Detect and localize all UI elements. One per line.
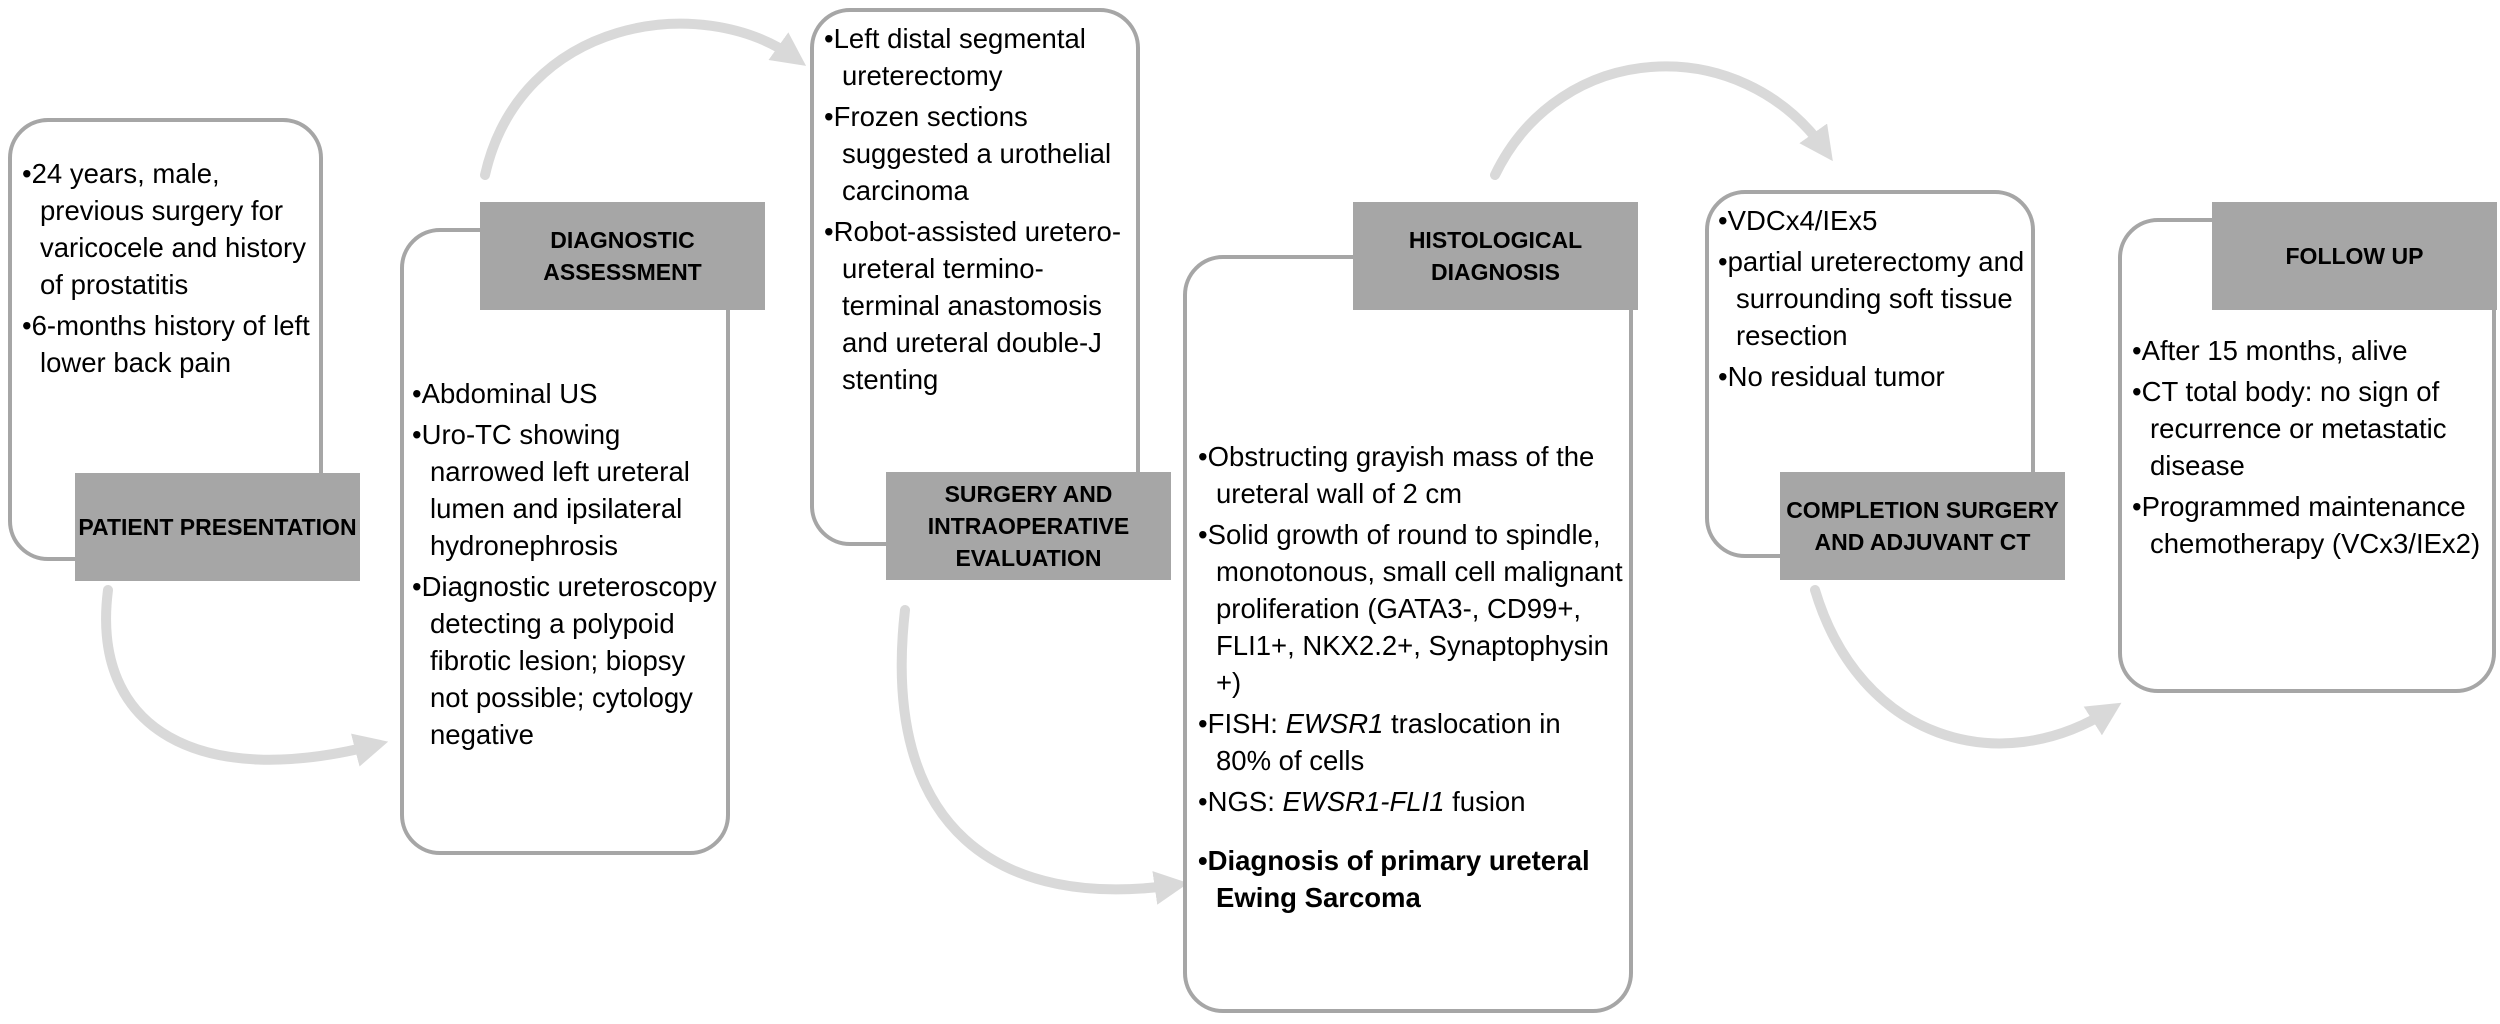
final-diagnosis-item: Diagnosis of primary ureteral Ewing Sarc…	[1198, 842, 1623, 916]
surgery-evaluation-label: SURGERY AND INTRAOPERATIVE EVALUATION	[886, 472, 1171, 580]
list-item: Left distal segmental ureterectomy	[824, 20, 1136, 94]
histological-diagnosis-label: HISTOLOGICAL DIAGNOSIS	[1353, 202, 1638, 310]
list-item: FISH: EWSR1 traslocation in 80% of cells	[1198, 705, 1623, 779]
list-item: VDCx4/IEx5	[1718, 202, 2028, 239]
list-item: After 15 months, alive	[2132, 332, 2487, 369]
list-item: Obstructing grayish mass of the ureteral…	[1198, 438, 1623, 512]
list-item: Frozen sections suggested a urothelial c…	[824, 98, 1136, 209]
list-item: NGS: EWSR1-FLI1 fusion	[1198, 783, 1623, 820]
list-item: No residual tumor	[1718, 358, 2028, 395]
follow-up-label: FOLLOW UP	[2212, 202, 2497, 310]
diagnostic-assessment-list: Abdominal US Uro-TC showing narrowed lef…	[412, 375, 724, 757]
list-item: Solid growth of round to spindle, monoto…	[1198, 516, 1623, 701]
arrow-completion-to-followup	[1810, 585, 2122, 749]
list-item: Uro-TC showing narrowed left ureteral lu…	[412, 416, 724, 564]
arrow-surgery-to-histology	[896, 605, 1189, 905]
surgery-evaluation-list: Left distal segmental ureterectomy Froze…	[824, 20, 1136, 402]
list-item: Abdominal US	[412, 375, 724, 412]
patient-presentation-label: PATIENT PRESENTATION	[75, 473, 360, 581]
list-item: CT total body: no sign of recurrence or …	[2132, 373, 2487, 484]
completion-surgery-list: VDCx4/IEx5 partial ureterectomy and surr…	[1718, 202, 2028, 399]
arrow-assessment-to-surgery	[480, 18, 807, 180]
patient-presentation-list: 24 years, male, previous surgery for var…	[22, 155, 320, 385]
completion-surgery-label: COMPLETION SURGERY AND ADJUVANT CT	[1780, 472, 2065, 580]
list-item: 24 years, male, previous surgery for var…	[22, 155, 320, 303]
arrow-histology-to-completion	[1490, 61, 1833, 180]
list-item: 6-months history of left lower back pain	[22, 307, 320, 381]
list-item: Diagnostic ureteroscopy detecting a poly…	[412, 568, 724, 753]
arrow-presentation-to-assessment	[101, 585, 389, 767]
list-item: Programmed maintenance chemotherapy (VCx…	[2132, 488, 2487, 562]
diagnostic-assessment-label: DIAGNOSTIC ASSESSMENT	[480, 202, 765, 310]
list-item: partial ureterectomy and surrounding sof…	[1718, 243, 2028, 354]
follow-up-list: After 15 months, alive CT total body: no…	[2132, 332, 2487, 566]
list-item: Robot-assisted uretero-ureteral termino-…	[824, 213, 1136, 398]
histological-diagnosis-list: Obstructing grayish mass of the ureteral…	[1198, 438, 1623, 920]
